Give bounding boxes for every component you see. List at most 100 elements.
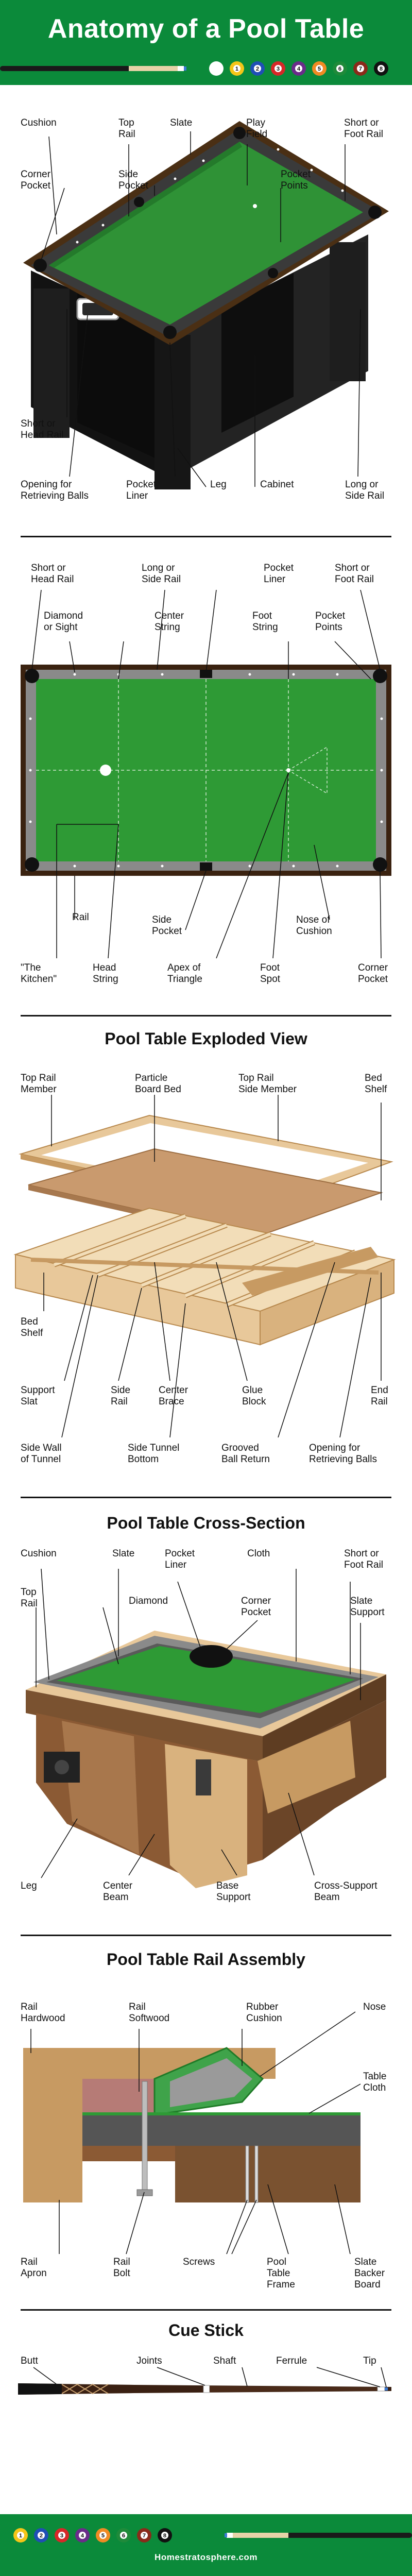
table-top [23, 121, 389, 345]
label-short-foot-rail-4: Short or Foot Rail [344, 1548, 384, 1570]
ball-number: 5 [318, 66, 321, 72]
tip [385, 2387, 388, 2391]
base-frame [13, 1207, 396, 1346]
label-center-beam: Center Beam [103, 1880, 133, 1903]
label-cloth: Cloth [247, 1548, 270, 1559]
ball-number: 2 [256, 66, 259, 72]
label-foot-string: Foot String [252, 611, 278, 633]
label-opening-retrieving: Opening for Retrieving Balls [21, 479, 89, 501]
ball-icon: 4 [291, 61, 306, 76]
ball-icon: 8 [158, 2528, 172, 2543]
label-diamond: Diamond [129, 1596, 168, 1606]
ball-icon: 1 [230, 61, 244, 76]
side-pocket [200, 670, 212, 678]
ball-icon: 2 [250, 61, 265, 76]
label-bed-shelf-left: Bed Shelf [21, 1316, 43, 1338]
cue-stick-diagram [18, 2367, 391, 2395]
leader-lines-s4 [36, 1568, 361, 1878]
label-short-head-rail: Short or Head Rail [21, 418, 64, 440]
label-leg: Leg [210, 479, 227, 490]
label-leg-4: Leg [21, 1880, 37, 1891]
pocket [233, 127, 246, 139]
top-view-table [21, 665, 391, 876]
section-title-rail: Pool Table Rail Assembly [107, 1950, 305, 1969]
ball-icon: 5 [312, 61, 327, 76]
pocket [33, 259, 47, 272]
base-support [165, 1744, 247, 1888]
table-isometric-diagram [23, 121, 389, 489]
label-pocket-liner-4: Pocket Liner [165, 1548, 195, 1570]
cue-stick [18, 2383, 391, 2395]
section-title-cross: Pool Table Cross-Section [107, 1514, 305, 1532]
cross-support-beam [258, 1721, 355, 1814]
ball-number: 5 [101, 2533, 105, 2539]
ball-number: 3 [60, 2533, 63, 2539]
ball-icon: 5 [96, 2528, 110, 2543]
label-long-side-rail-2: Long or Side Rail [142, 563, 181, 585]
label-cushion-4: Cushion [21, 1548, 57, 1559]
label-head-string: Head String [93, 962, 118, 985]
shaft [210, 2386, 384, 2392]
label-slate-support: Slate Support [350, 1596, 385, 1618]
label-base-support: Base Support [216, 1880, 251, 1903]
label-cabinet: Cabinet [260, 479, 294, 490]
rubber-cushion [170, 2058, 252, 2107]
section-title-exploded: Pool Table Exploded View [105, 1029, 307, 1048]
label-slate-backer-board: Slate Backer Board [354, 2257, 385, 2290]
ball-number: 6 [338, 66, 341, 72]
ball-icon: 8 [374, 61, 388, 76]
label-nose-cushion: Nose of Cushion [296, 914, 332, 937]
ball-icon: 3 [55, 2528, 69, 2543]
leader-lines-s3 [43, 1095, 382, 1438]
rail-assembly [23, 2047, 360, 2203]
rail-assembly-diagram [23, 2011, 361, 2255]
ball-number: 1 [19, 2533, 22, 2539]
label-corner-pocket-4: Corner Pocket [241, 1596, 271, 1618]
label-slate: Slate [170, 117, 193, 128]
leader-lines-s2 [31, 589, 382, 959]
label-cross-support-beam: Cross-Support Beam [314, 1880, 377, 1903]
ball-number: 4 [81, 2533, 84, 2539]
divider [21, 2309, 391, 2311]
screw [254, 2145, 259, 2203]
side-pocket [134, 197, 144, 207]
label-top-rail-4: Top Rail [21, 1587, 38, 1609]
label-side-pocket: Side Pocket [118, 169, 149, 191]
label-side-tunnel-bottom: Side Tunnel Bottom [128, 1443, 180, 1465]
label-short-foot-rail-2: Short or Foot Rail [335, 563, 374, 585]
cue-ball [100, 765, 111, 776]
leader-lines-s6 [33, 2367, 387, 2387]
joint [203, 2385, 210, 2393]
side-pocket [200, 862, 212, 871]
side-pocket [268, 268, 278, 278]
pocket [368, 206, 382, 219]
footer-cue-stick-icon [225, 2533, 412, 2538]
ball-number: 2 [40, 2533, 43, 2539]
page-title: Anatomy of a Pool Table [47, 14, 365, 44]
label-butt: Butt [21, 2355, 38, 2366]
label-center-brace: Center Brace [159, 1385, 188, 1407]
divider [21, 1935, 391, 1936]
ball-number: 3 [277, 66, 280, 72]
label-short-foot-rail: Short or Foot Rail [344, 117, 384, 140]
label-rail-bolt: Rail Bolt [113, 2257, 130, 2279]
label-center-string: Center String [154, 611, 184, 633]
label-bed-shelf-right: Bed Shelf [365, 1073, 387, 1095]
divider [21, 1497, 391, 1498]
label-grooved-ball-return: Grooved Ball Return [221, 1443, 270, 1465]
play-field [49, 142, 363, 325]
foot-spot [286, 768, 290, 772]
label-foot-spot: Foot Spot [260, 962, 281, 985]
label-top-rail: Top Rail [118, 117, 135, 140]
ball-icon: 7 [137, 2528, 151, 2543]
table-body [31, 234, 368, 489]
leg-left [33, 289, 70, 438]
exploded-view-diagram [13, 1095, 396, 1438]
label-side-pocket-2: Side Pocket [152, 914, 182, 937]
ball-number: 8 [163, 2533, 166, 2539]
label-cushion: Cushion [21, 117, 57, 128]
slate [82, 2115, 360, 2146]
